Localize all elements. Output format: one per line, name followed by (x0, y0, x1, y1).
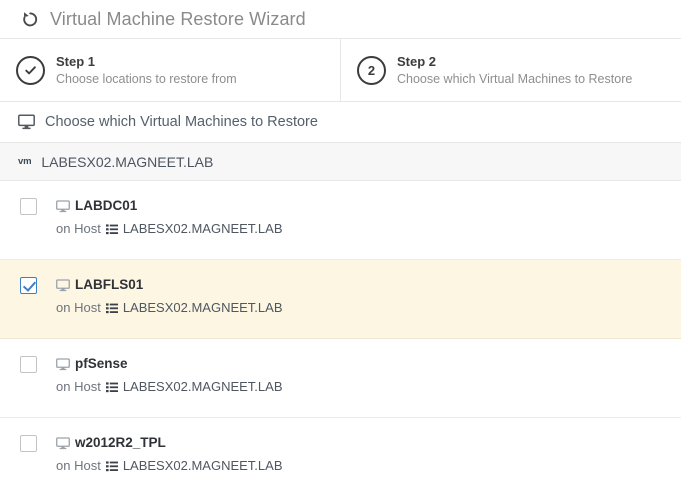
table-row[interactable]: LABFLS01 on Host LABESX02.MAGNEET.LAB (0, 260, 681, 339)
monitor-icon (18, 114, 35, 130)
vm-checkbox-cell[interactable] (0, 355, 56, 373)
table-row[interactable]: pfSense on Host LABESX02.MAGNEET.LAB (0, 339, 681, 418)
wizard-title-bar: Virtual Machine Restore Wizard (0, 0, 681, 39)
vm-host-name: LABESX02.MAGNEET.LAB (122, 221, 283, 236)
vm-checkbox[interactable] (19, 198, 37, 215)
vm-host-name: LABESX02.MAGNEET.LAB (122, 458, 283, 473)
wizard-step-2[interactable]: 2 Step 2 Choose which Virtual Machines t… (340, 39, 681, 101)
vm-host-prefix: on Host (56, 221, 101, 236)
host-list-icon (105, 381, 118, 393)
vm-host-prefix: on Host (56, 458, 101, 473)
vm-checkbox[interactable] (19, 435, 37, 452)
wizard-steps: Step 1 Choose locations to restore from … (0, 39, 681, 102)
host-list-icon (105, 302, 118, 314)
monitor-icon (56, 278, 70, 292)
vm-name: LABFLS01 (75, 277, 144, 292)
host-list-icon (105, 460, 118, 472)
vm-host-prefix: on Host (56, 300, 101, 315)
table-row[interactable]: w2012R2_TPL on Host LABESX02.MAGNEET.LAB (0, 418, 681, 495)
monitor-icon (56, 199, 70, 213)
vm-host-name: LABESX02.MAGNEET.LAB (122, 379, 283, 394)
vm-name: w2012R2_TPL (75, 435, 166, 450)
step-2-description: Choose which Virtual Machines to Restore (397, 71, 633, 86)
page-title: Virtual Machine Restore Wizard (50, 8, 306, 29)
host-list-icon (105, 223, 118, 235)
vm-badge-icon: vm (18, 156, 32, 167)
step-2-number-badge: 2 (357, 55, 386, 85)
section-header: Choose which Virtual Machines to Restore (0, 102, 681, 143)
host-group-name: LABESX02.MAGNEET.LAB (41, 153, 214, 170)
step-1-check-icon (16, 55, 45, 85)
step-1-label: Step 1 (56, 53, 96, 69)
section-title: Choose which Virtual Machines to Restore (45, 114, 318, 130)
vm-host-prefix: on Host (56, 379, 101, 394)
restore-arrow-icon (20, 9, 40, 29)
vm-host-name: LABESX02.MAGNEET.LAB (122, 300, 283, 315)
host-group-header[interactable]: vm LABESX02.MAGNEET.LAB (0, 143, 681, 181)
vm-name: LABDC01 (75, 198, 138, 213)
monitor-icon (56, 357, 70, 371)
vm-checkbox-cell[interactable] (0, 197, 56, 215)
step-2-label: Step 2 (397, 53, 437, 69)
vm-checkbox-cell[interactable] (0, 434, 56, 452)
vm-name: pfSense (75, 356, 128, 371)
vm-checkbox[interactable] (19, 277, 37, 294)
wizard-step-1[interactable]: Step 1 Choose locations to restore from (0, 39, 340, 101)
monitor-icon (56, 436, 70, 450)
vm-list: LABDC01 on Host LABESX02.MAGNEET.LAB (0, 181, 681, 495)
vm-checkbox-cell[interactable] (0, 276, 56, 294)
table-row[interactable]: LABDC01 on Host LABESX02.MAGNEET.LAB (0, 181, 681, 260)
step-1-description: Choose locations to restore from (56, 71, 237, 86)
vm-checkbox[interactable] (19, 356, 37, 373)
